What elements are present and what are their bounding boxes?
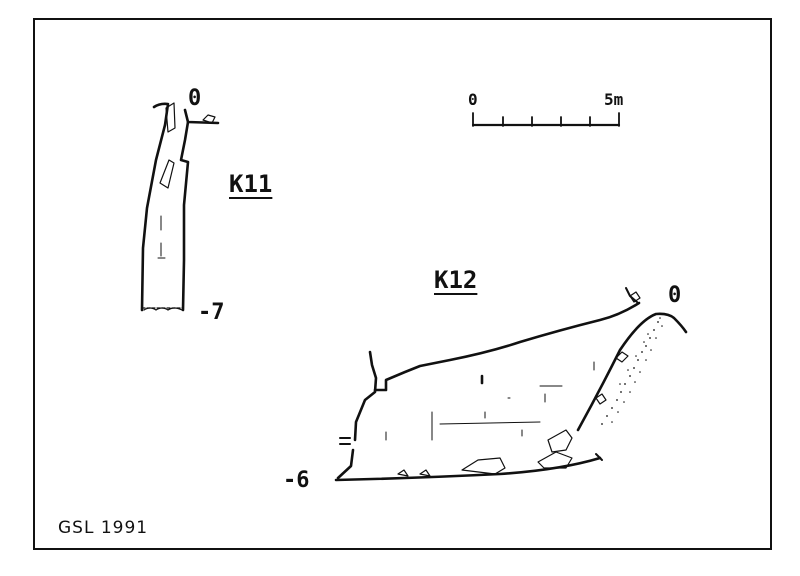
boulder-icon bbox=[165, 102, 176, 133]
boulder-icon bbox=[615, 351, 629, 363]
boulder-icon bbox=[537, 451, 573, 469]
boulder-icon bbox=[202, 114, 216, 124]
k11-profile bbox=[140, 102, 220, 312]
k11-label: K11 bbox=[229, 170, 273, 198]
boulder-icon bbox=[461, 457, 506, 475]
k12-label: K12 bbox=[434, 266, 478, 294]
scale-bar bbox=[471, 112, 621, 127]
k12-profile bbox=[334, 287, 688, 482]
scale-start-label: 0 bbox=[468, 90, 478, 109]
scale-end-label: 5m bbox=[604, 90, 624, 109]
boulder-icon bbox=[595, 393, 607, 405]
boulder-icon bbox=[629, 291, 641, 303]
boulder-icon bbox=[159, 159, 175, 189]
k12-slope-stipple bbox=[601, 317, 663, 425]
k12-top-depth: 0 bbox=[668, 283, 682, 308]
k11-top-depth: 0 bbox=[188, 86, 202, 111]
credit-text: GSL 1991 bbox=[58, 518, 149, 538]
boulder-icon bbox=[547, 429, 573, 453]
k11-bottom-depth: -7 bbox=[198, 300, 225, 325]
drawing-frame bbox=[33, 18, 772, 550]
k12-bottom-depth: -6 bbox=[283, 468, 310, 493]
